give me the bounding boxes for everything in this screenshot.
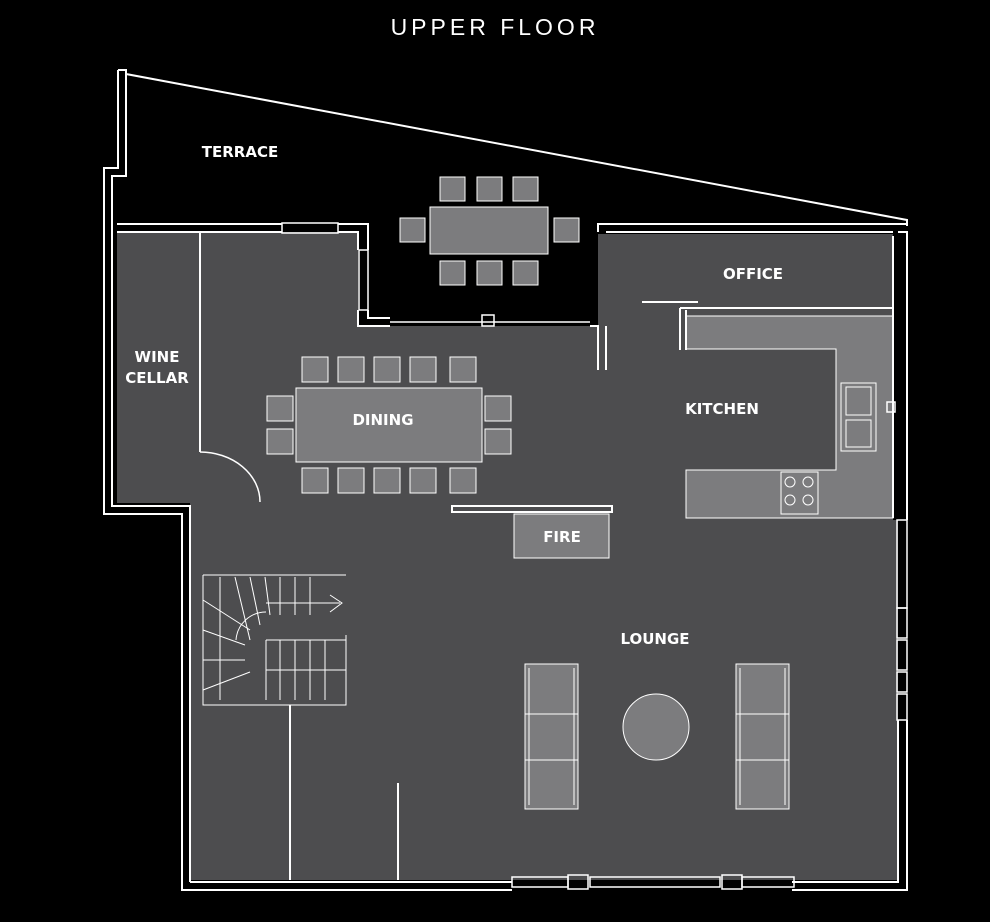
- label-wine-cellar-line1: WINE: [135, 348, 180, 366]
- label-wine-cellar-line2: CELLAR: [125, 369, 189, 387]
- sink-icon: [840, 382, 877, 452]
- label-dining: DINING: [352, 411, 413, 429]
- page-title: UPPER FLOOR: [390, 14, 600, 40]
- label-lounge: LOUNGE: [620, 630, 689, 648]
- windows: [281, 222, 908, 890]
- sofa-left: [524, 663, 579, 810]
- sofa-right: [735, 663, 790, 810]
- label-fire: FIRE: [543, 528, 581, 546]
- terrace-table-set: [399, 176, 580, 286]
- fireplace: [513, 513, 610, 559]
- walls: [103, 69, 908, 891]
- staircase: [202, 574, 347, 706]
- coffee-table: [622, 693, 690, 761]
- cooktop-icon: [780, 471, 819, 515]
- label-kitchen: KITCHEN: [685, 400, 759, 418]
- cellar-door: [199, 451, 261, 503]
- dining-table-set: [266, 356, 512, 494]
- label-terrace: TERRACE: [202, 143, 278, 161]
- label-office: OFFICE: [723, 265, 783, 283]
